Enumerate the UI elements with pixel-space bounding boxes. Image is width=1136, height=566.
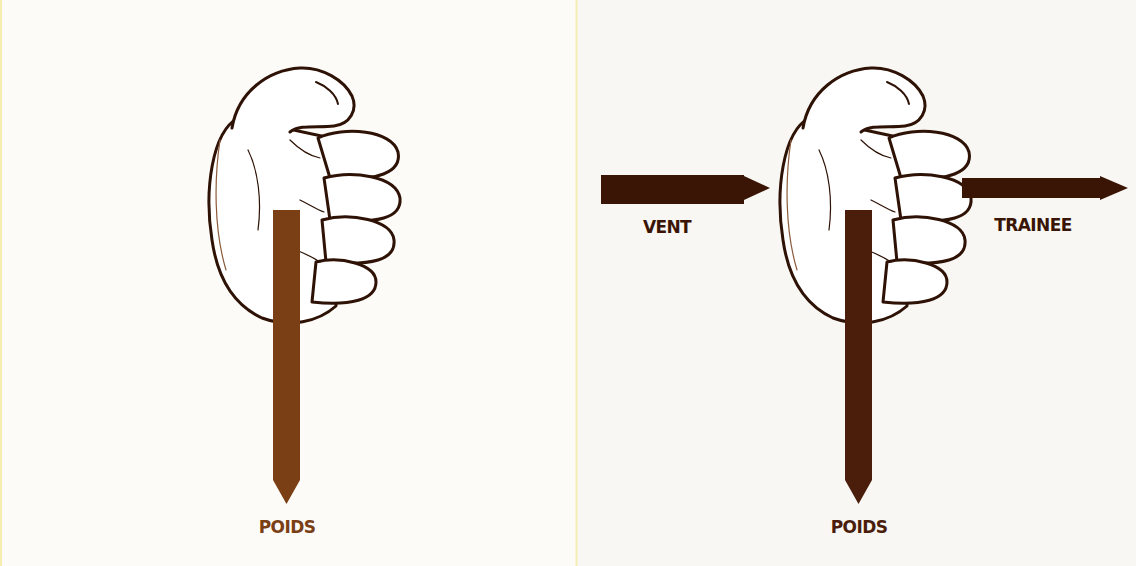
force-label: POIDS [831,519,888,536]
left-panel [0,0,576,566]
right-panel [577,0,1136,566]
weight-arrow [273,210,300,504]
weight-arrow [845,210,872,504]
force-label: VENT [643,219,691,236]
panel-border [0,0,2,566]
drag-arrow [962,176,1128,200]
hand-drawing [780,68,971,323]
force-label: TRAINEE [994,217,1071,234]
hand-drawing [209,68,400,323]
panel-divider [576,0,578,566]
wind-arrow [601,175,770,204]
force-label: POIDS [259,519,316,536]
